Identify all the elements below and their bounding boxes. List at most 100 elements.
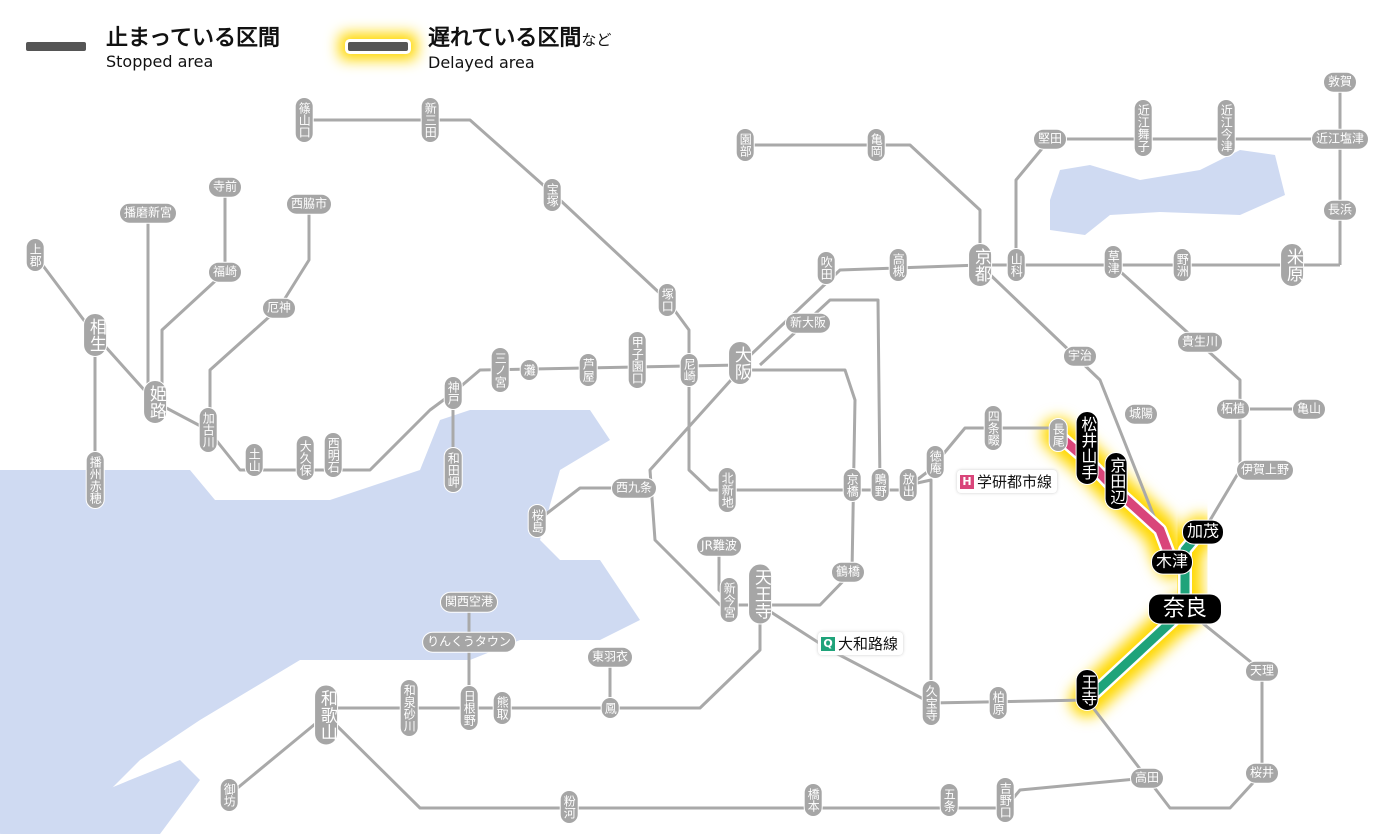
station-関西空港[interactable]: 関西空港 — [439, 591, 499, 613]
station-播磨新宮[interactable]: 播磨新宮 — [118, 202, 178, 224]
legend-stopped: 止まっている区間 Stopped area — [26, 26, 280, 72]
station-亀山[interactable]: 亀山 — [1291, 398, 1327, 420]
station-柏原[interactable]: 柏原 — [988, 686, 1008, 720]
station-西脇市[interactable]: 西脇市 — [285, 193, 333, 215]
station-りんくうタウン[interactable]: りんくうタウン — [422, 631, 516, 653]
station-鶴橋[interactable]: 鶴橋 — [830, 561, 866, 583]
station-近江今津[interactable]: 近江今津 — [1216, 99, 1236, 157]
station-鳳[interactable]: 鳳 — [600, 697, 620, 719]
station-芦屋[interactable]: 芦屋 — [578, 353, 598, 387]
station-北新地[interactable]: 北新地 — [717, 467, 737, 513]
station-西九条[interactable]: 西九条 — [610, 477, 658, 499]
legend-delayed-suffix: など — [581, 31, 612, 49]
station-近江塩津[interactable]: 近江塩津 — [1310, 128, 1370, 150]
station-城陽[interactable]: 城陽 — [1123, 403, 1159, 425]
station-園部[interactable]: 園部 — [735, 128, 755, 162]
rail-line — [304, 118, 691, 370]
station-和歌山[interactable]: 和歌山 — [314, 684, 338, 746]
legend-delayed: 遅れている区間など Delayed area — [348, 26, 611, 73]
station-宝塚[interactable]: 宝塚 — [542, 178, 562, 212]
line-badge-q: Q — [821, 636, 835, 651]
station-放出[interactable]: 放出 — [898, 468, 918, 502]
station-播州赤穂[interactable]: 播州赤穂 — [85, 451, 105, 509]
station-姫路[interactable]: 姫路 — [143, 380, 167, 424]
station-柘植[interactable]: 柘植 — [1215, 398, 1251, 420]
rail-line — [745, 143, 982, 265]
line-label-gakken-toshi[interactable]: H 学研都市線 — [957, 470, 1058, 493]
station-徳庵[interactable]: 徳庵 — [925, 445, 945, 479]
station-堅田[interactable]: 堅田 — [1032, 128, 1068, 150]
station-加茂[interactable]: 加茂 — [1181, 519, 1225, 545]
station-京橋[interactable]: 京橋 — [842, 468, 862, 502]
station-桜島[interactable]: 桜島 — [527, 504, 547, 538]
station-西明石[interactable]: 西明石 — [323, 432, 343, 478]
station-灘[interactable]: 灘 — [519, 359, 539, 381]
station-伊賀上野[interactable]: 伊賀上野 — [1235, 459, 1295, 481]
station-加古川[interactable]: 加古川 — [198, 407, 218, 453]
station-大阪[interactable]: 大阪 — [728, 341, 752, 385]
legend-stopped-en: Stopped area — [106, 52, 214, 71]
station-山科[interactable]: 山科 — [1006, 248, 1026, 282]
station-甲子園口[interactable]: 甲子園口 — [627, 331, 647, 389]
station-高田[interactable]: 高田 — [1129, 767, 1165, 789]
line-label-yamatoji[interactable]: Q 大和路線 — [818, 632, 904, 655]
station-新三田[interactable]: 新三田 — [420, 97, 440, 143]
station-近江舞子[interactable]: 近江舞子 — [1133, 99, 1153, 157]
station-神戸[interactable]: 神戸 — [443, 376, 463, 410]
station-京都[interactable]: 京都 — [968, 243, 992, 287]
station-木津[interactable]: 木津 — [1150, 549, 1194, 575]
rail-line — [759, 603, 1088, 705]
station-吉野口[interactable]: 吉野口 — [995, 777, 1015, 823]
station-塚口[interactable]: 塚口 — [657, 283, 677, 317]
station-新今宮[interactable]: 新今宮 — [719, 577, 739, 623]
station-大久保[interactable]: 大久保 — [295, 435, 315, 481]
station-東羽衣[interactable]: 東羽衣 — [586, 646, 634, 668]
station-上郡[interactable]: 上郡 — [25, 238, 45, 272]
station-和泉砂川[interactable]: 和泉砂川 — [399, 679, 419, 737]
station-五条[interactable]: 五条 — [939, 783, 959, 817]
rail-line — [909, 426, 1058, 487]
station-野洲[interactable]: 野洲 — [1172, 248, 1192, 282]
station-王寺[interactable]: 王寺 — [1075, 669, 1099, 711]
station-桜井[interactable]: 桜井 — [1244, 762, 1280, 784]
station-長尾[interactable]: 長尾 — [1048, 418, 1068, 452]
station-寺前[interactable]: 寺前 — [207, 176, 243, 198]
station-米原[interactable]: 米原 — [1280, 243, 1304, 287]
station-天王寺[interactable]: 天王寺 — [748, 563, 772, 625]
station-天理[interactable]: 天理 — [1244, 660, 1280, 682]
station-日根野[interactable]: 日根野 — [459, 685, 479, 731]
station-和田岬[interactable]: 和田岬 — [443, 447, 463, 493]
station-御坊[interactable]: 御坊 — [219, 778, 239, 812]
station-新大阪[interactable]: 新大阪 — [784, 312, 832, 334]
station-福崎[interactable]: 福崎 — [207, 261, 243, 283]
station-篠山口[interactable]: 篠山口 — [294, 97, 314, 143]
station-貴生川[interactable]: 貴生川 — [1176, 331, 1224, 353]
station-粉河[interactable]: 粉河 — [559, 790, 579, 824]
station-吹田[interactable]: 吹田 — [816, 251, 836, 285]
station-宇治[interactable]: 宇治 — [1062, 345, 1098, 367]
station-JR難波[interactable]: JR難波 — [696, 535, 742, 557]
station-四条畷[interactable]: 四条畷 — [983, 405, 1003, 451]
station-相生[interactable]: 相生 — [83, 313, 107, 357]
water-areas — [0, 150, 1285, 834]
station-橋本[interactable]: 橋本 — [803, 783, 823, 817]
station-奈良[interactable]: 奈良 — [1147, 593, 1223, 625]
station-高槻[interactable]: 高槻 — [888, 248, 908, 282]
line-name: 学研都市線 — [977, 473, 1053, 491]
station-京田辺[interactable]: 京田辺 — [1104, 452, 1128, 510]
station-厄神[interactable]: 厄神 — [261, 297, 297, 319]
station-久宝寺[interactable]: 久宝寺 — [921, 680, 941, 726]
station-熊取[interactable]: 熊取 — [492, 691, 512, 725]
station-亀岡[interactable]: 亀岡 — [866, 128, 886, 162]
station-三ノ宮[interactable]: 三ノ宮 — [490, 347, 510, 393]
station-尼崎[interactable]: 尼崎 — [679, 353, 699, 387]
station-草津[interactable]: 草津 — [1103, 245, 1123, 279]
station-長浜[interactable]: 長浜 — [1322, 199, 1358, 221]
station-敦賀[interactable]: 敦賀 — [1322, 71, 1358, 93]
legend-delayed-jp-wrap: 遅れている区間など — [428, 26, 611, 53]
station-鴫野[interactable]: 鴫野 — [870, 468, 890, 502]
rail-line — [160, 187, 227, 402]
station-松井山手[interactable]: 松井山手 — [1075, 411, 1099, 485]
stopped-swatch — [26, 42, 86, 51]
station-土山[interactable]: 土山 — [244, 443, 264, 477]
